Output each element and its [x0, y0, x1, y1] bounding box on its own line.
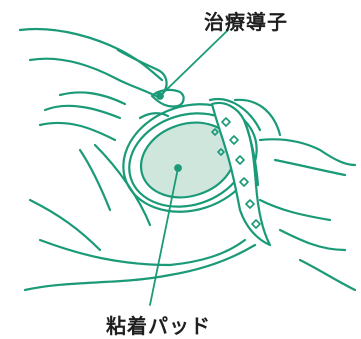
leader-dot-bottom [174, 164, 182, 172]
lower-hand [23, 143, 257, 292]
leader-dot-top [156, 92, 164, 100]
leader-lines [149, 29, 229, 306]
label-adhesive-pad: 粘着パッド [106, 314, 211, 338]
leader-line-top [159, 29, 229, 97]
right-hand [208, 97, 357, 292]
label-therapy-probe: 治療導子 [204, 10, 288, 34]
backing-tape [210, 101, 272, 247]
device [122, 88, 258, 213]
leader-line-bottom [149, 167, 179, 306]
upper-hand [18, 28, 168, 142]
